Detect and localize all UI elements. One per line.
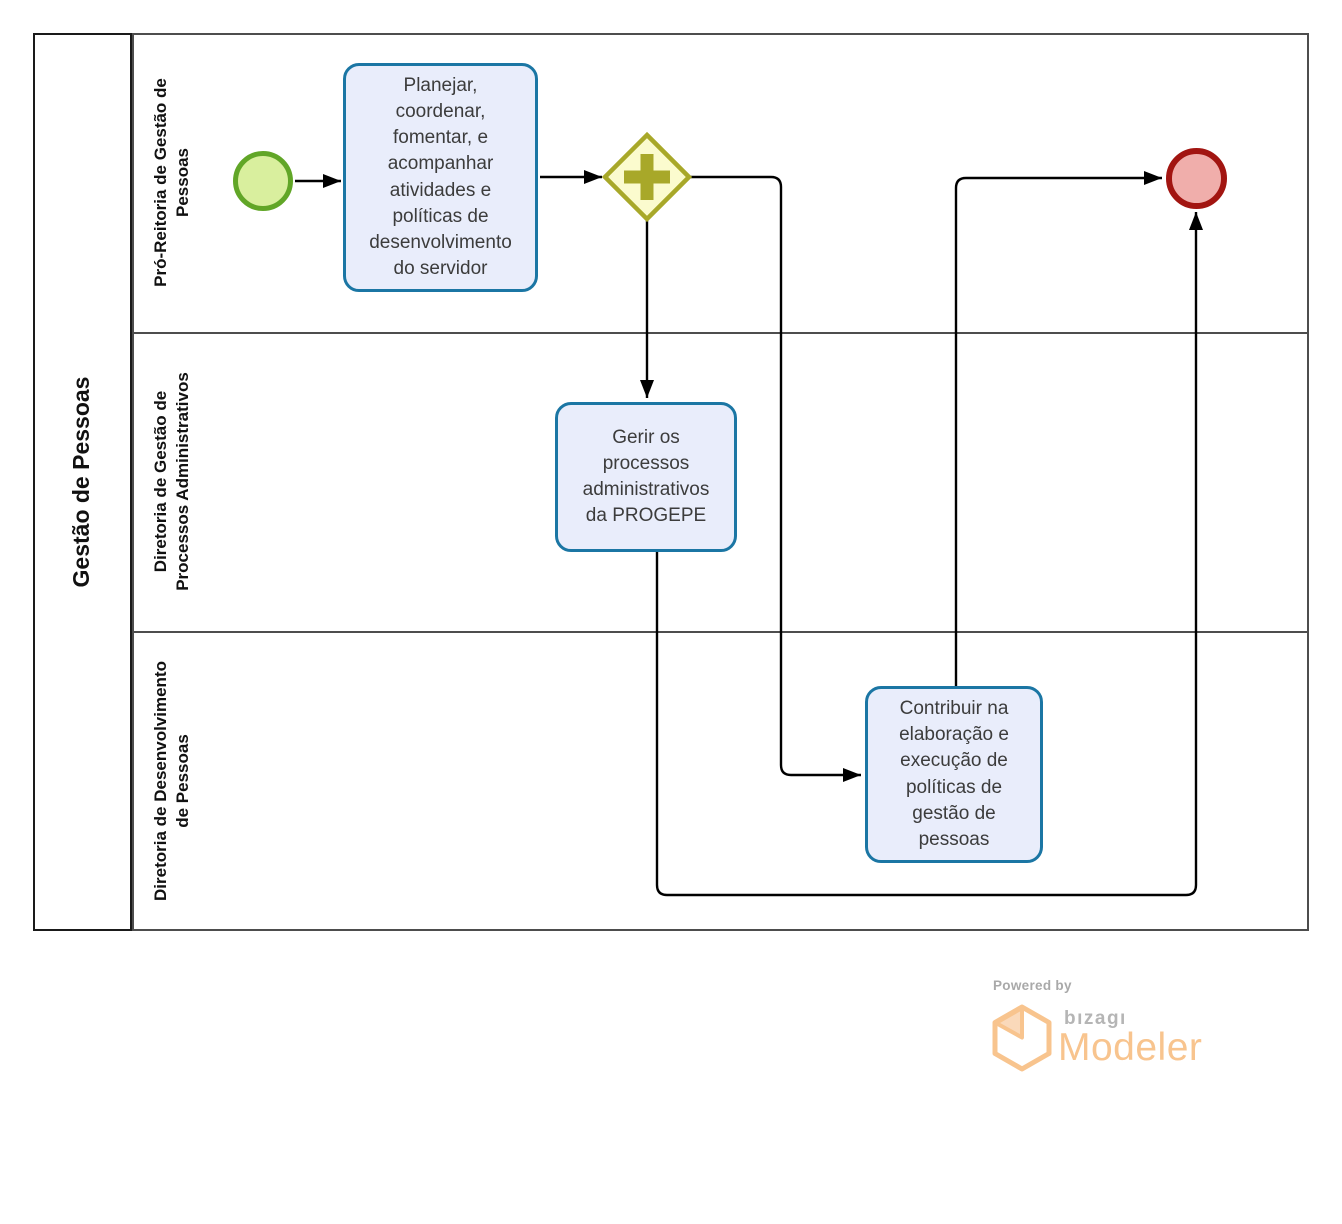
lane-divider-1: [134, 332, 1307, 334]
end-event[interactable]: [1166, 148, 1227, 209]
task-planejar[interactable]: Planejar, coordenar, fomentar, e acompan…: [343, 63, 538, 292]
modeler-wordmark[interactable]: Modeler: [1058, 1026, 1203, 1069]
pool-header: [33, 33, 132, 931]
task-contribuir[interactable]: Contribuir na elaboração e execução de p…: [865, 686, 1043, 863]
flow-gerir-to-end: [655, 212, 1203, 897]
bizagi-wordmark: bızagı: [1064, 1008, 1127, 1029]
pool-label: Gestão de Pessoas: [67, 376, 94, 588]
plus-icon: [624, 154, 670, 200]
powered-by-label: Powered by: [993, 978, 1072, 993]
bizagi-hexagon-icon: [992, 1004, 1052, 1072]
task-gerir[interactable]: Gerir os processos administrativos da PR…: [555, 402, 737, 552]
flow-gateway-to-contribuir: [689, 175, 861, 782]
parallel-gateway[interactable]: [601, 131, 693, 223]
flow-contribuir-to-end: [954, 171, 1162, 686]
lane-label-gestao-processos: Diretoria de Gestão de Processos Adminis…: [150, 372, 192, 591]
lane-label-desenvolvimento: Diretoria de Desenvolvimento de Pessoas: [150, 661, 192, 901]
lane-container: [132, 33, 1309, 931]
start-event[interactable]: [233, 151, 293, 211]
lane-label-pro-reitoria: Pró-Reitoria de Gestão de Pessoas: [150, 78, 192, 287]
lane-divider-2: [134, 631, 1307, 633]
